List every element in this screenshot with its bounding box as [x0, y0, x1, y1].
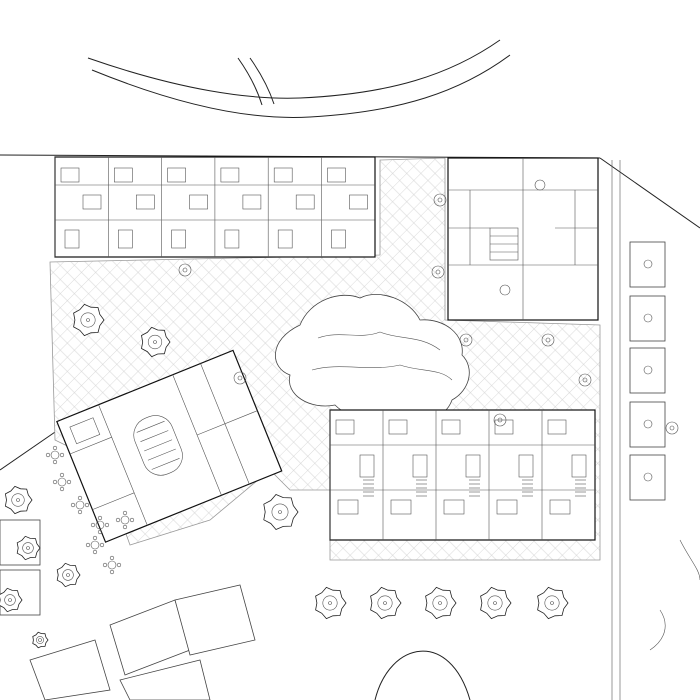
apartment-block-northeast [447, 157, 599, 321]
rotated-building-west [56, 349, 283, 543]
row-houses-north [54, 156, 376, 258]
central-lawn [275, 294, 470, 421]
path-arc [374, 650, 471, 700]
road [87, 39, 511, 118]
row-houses-south [329, 409, 596, 541]
trees [0, 193, 679, 649]
cafe-tables [45, 445, 135, 575]
garden-plots-east [629, 241, 666, 501]
